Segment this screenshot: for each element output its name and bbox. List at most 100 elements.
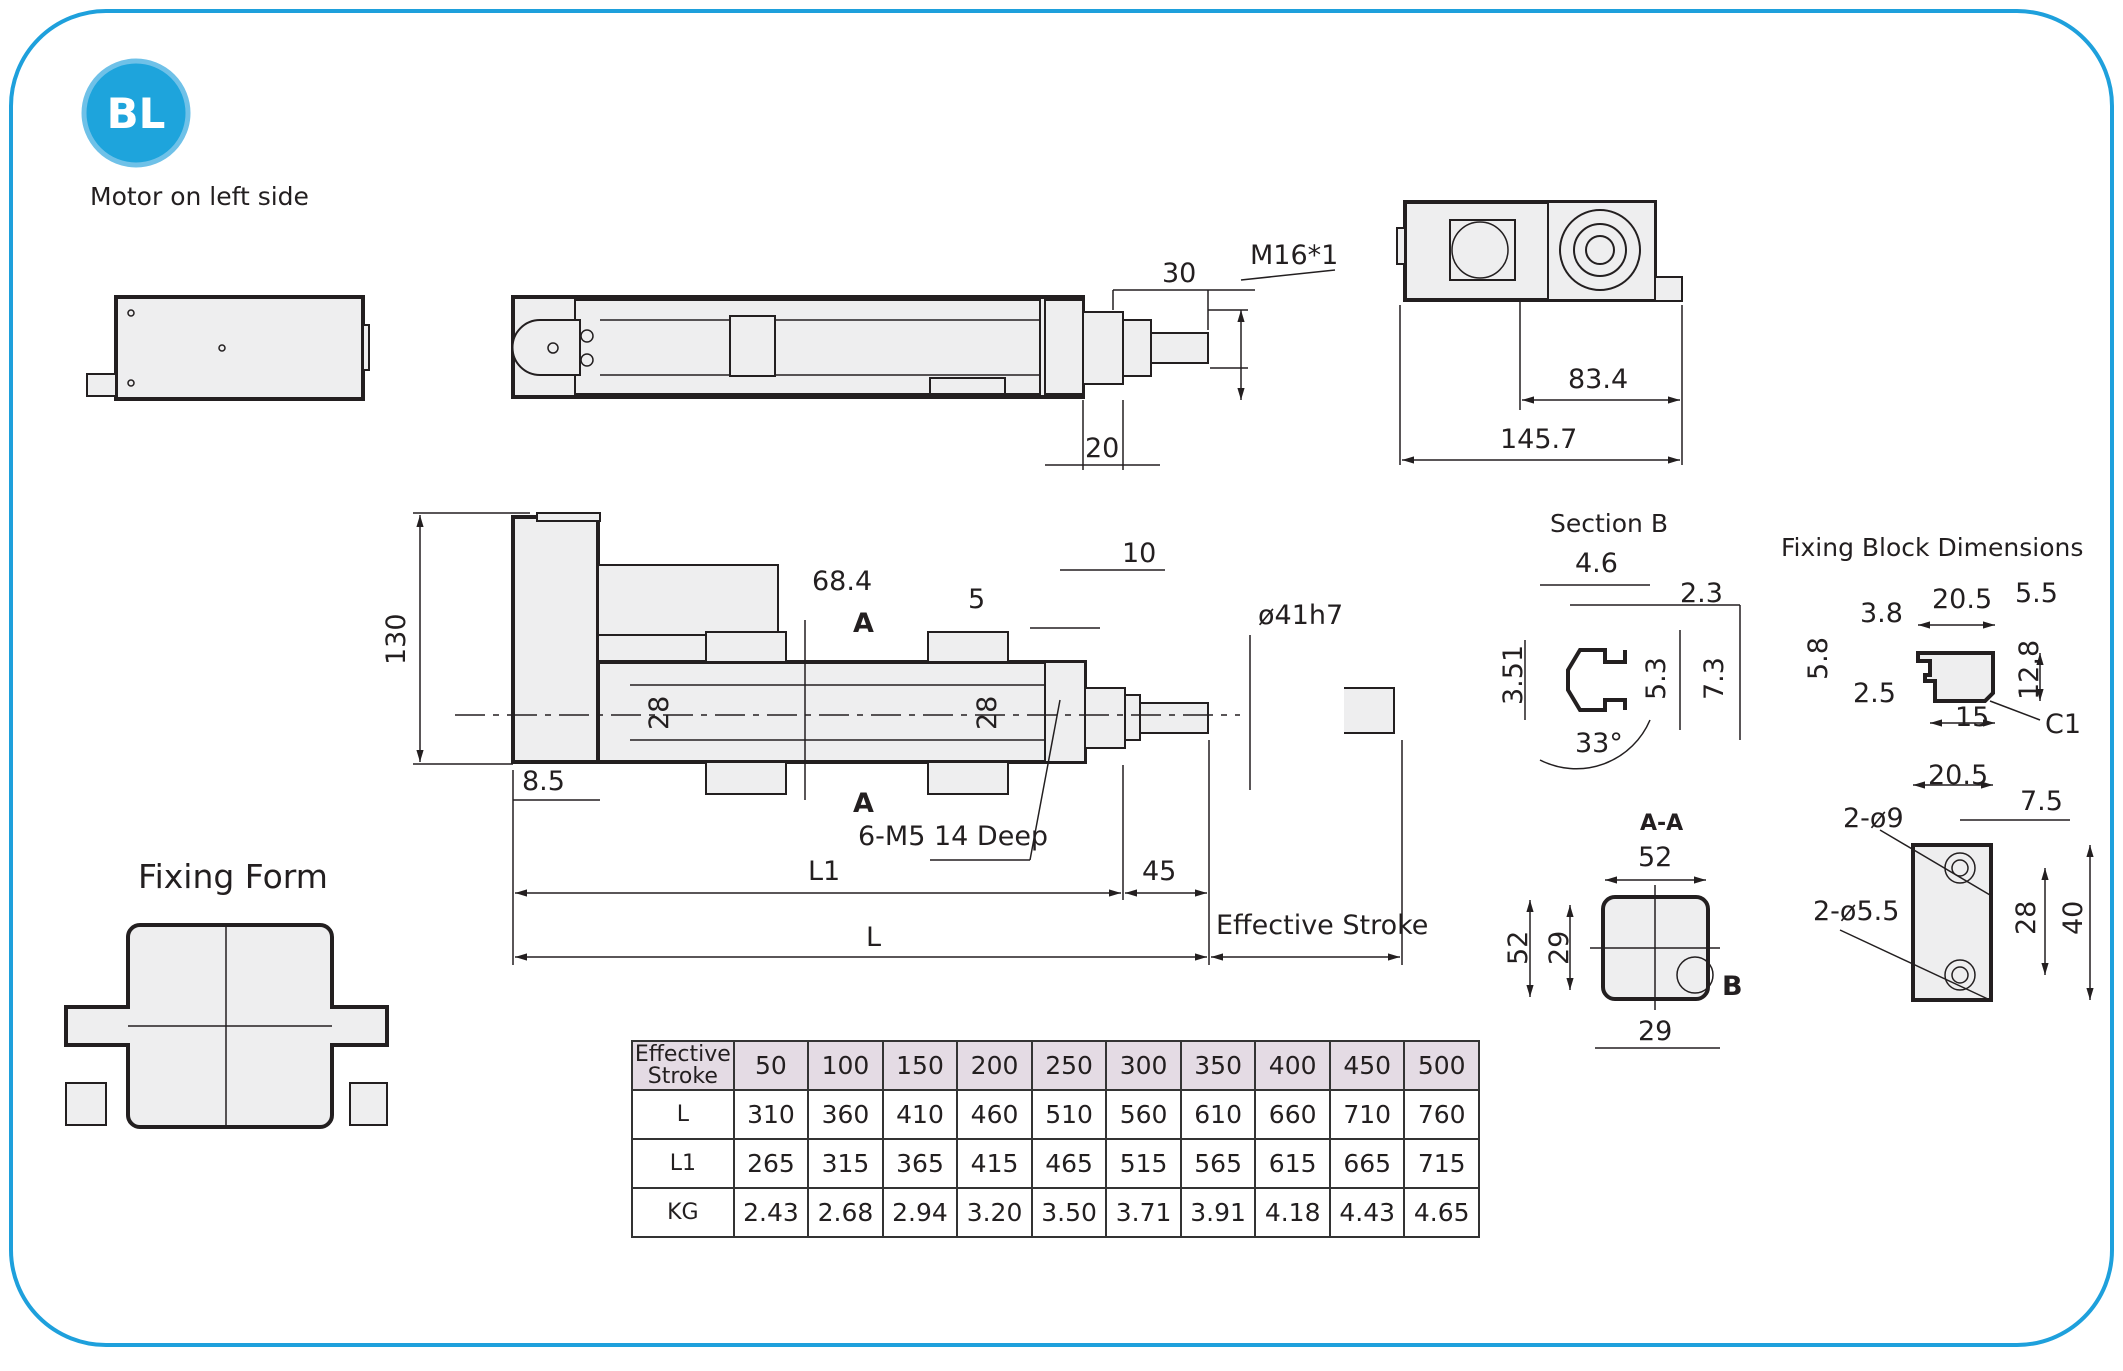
fixing-block: Fixing Block Dimensions 3.8 20.5 5.5 5.8… xyxy=(1781,533,2094,1002)
table-cell: 4.65 xyxy=(1403,1187,1480,1238)
dim-3-51: 3.51 xyxy=(1498,645,1529,705)
dim-10: 10 xyxy=(1122,538,1156,569)
table-row: L 310 360 410 460 510 560 610 660 710 76… xyxy=(631,1089,1480,1140)
table-cell: 660 xyxy=(1254,1089,1331,1140)
detail-b-mark: B xyxy=(1722,971,1743,1002)
table-header-row: Effective Stroke 50 100 150 200 250 300 … xyxy=(631,1040,1480,1091)
fixing-form-title: Fixing Form xyxy=(138,857,328,896)
dim-c1: C1 xyxy=(2045,709,2081,740)
table-cell: 4.18 xyxy=(1254,1187,1331,1238)
table-cell: 3.20 xyxy=(956,1187,1033,1238)
dim-2-5: 2.5 xyxy=(1853,678,1896,709)
table-cell: 560 xyxy=(1105,1089,1182,1140)
section-mark-top: A xyxy=(853,608,874,639)
table-cell: 3.71 xyxy=(1105,1187,1182,1238)
dim-5-5: 5.5 xyxy=(2015,578,2058,609)
dim-2-3: 2.3 xyxy=(1680,578,1723,609)
table-cell: 515 xyxy=(1105,1138,1182,1189)
dim-130: 130 xyxy=(381,613,412,665)
stroke-cell: 400 xyxy=(1254,1040,1331,1091)
counterbore-note: 2-ø9 xyxy=(1843,803,1904,834)
section-aa-title: A-A xyxy=(1640,811,1683,836)
dim-33-deg: 33° xyxy=(1575,728,1623,759)
section-aa: A-A 52 52 29 29 B xyxy=(1503,811,1743,1049)
table-cell: 3.50 xyxy=(1030,1187,1108,1238)
section-b: Section B 4.6 2.3 3.51 5.3 7.3 33° xyxy=(1498,509,1741,770)
motor-end-view xyxy=(86,295,370,401)
stroke-cell: 500 xyxy=(1403,1040,1480,1091)
dim-45: 45 xyxy=(1142,856,1176,887)
dim-aa-29-horizontal: 29 xyxy=(1638,1016,1672,1047)
table-cell: 615 xyxy=(1254,1138,1331,1189)
dim-7-5: 7.5 xyxy=(2020,786,2063,817)
stroke-cell: 150 xyxy=(881,1040,959,1091)
dim-83-4: 83.4 xyxy=(1568,364,1628,395)
dim-20-5-top: 20.5 xyxy=(1932,584,1992,615)
stroke-cell: 450 xyxy=(1328,1040,1406,1091)
top-view: 30 M16*1 20 xyxy=(511,240,1338,470)
fixing-block-title: Fixing Block Dimensions xyxy=(1781,533,2083,562)
table-cell: 465 xyxy=(1030,1138,1108,1189)
stroke-cell: 100 xyxy=(807,1040,884,1091)
section-b-title: Section B xyxy=(1550,509,1668,538)
dim-m16: M16*1 xyxy=(1250,240,1338,271)
table-cell: 310 xyxy=(732,1089,810,1140)
table-cell: 415 xyxy=(956,1138,1033,1189)
badge-label: BL xyxy=(107,89,166,138)
dim-5: 5 xyxy=(968,584,985,615)
table-cell: 265 xyxy=(732,1138,810,1189)
stroke-cell: 200 xyxy=(956,1040,1033,1091)
dim-28-left: 28 xyxy=(644,696,675,730)
dim-12-8: 12.8 xyxy=(2014,640,2045,700)
stroke-cell: 350 xyxy=(1179,1040,1257,1091)
dim-7-3: 7.3 xyxy=(1699,657,1730,700)
row-label: L xyxy=(631,1089,735,1140)
subtitle: Motor on left side xyxy=(90,182,309,211)
table-cell: 2.68 xyxy=(807,1187,884,1238)
stroke-cell: 50 xyxy=(732,1040,810,1091)
table-cell: 510 xyxy=(1030,1089,1108,1140)
table-row: KG 2.43 2.68 2.94 3.20 3.50 3.71 3.91 4.… xyxy=(631,1187,1480,1238)
dim-5-8: 5.8 xyxy=(1803,637,1834,680)
table-cell: 2.43 xyxy=(732,1187,810,1238)
table-cell: 460 xyxy=(956,1089,1033,1140)
table-cell: 665 xyxy=(1328,1138,1406,1189)
table-header-label: Effective Stroke xyxy=(631,1040,735,1091)
dim-28-right: 28 xyxy=(972,696,1003,730)
dim-aa-width: 52 xyxy=(1638,842,1672,873)
dim-8-5: 8.5 xyxy=(522,766,565,797)
table-cell: 715 xyxy=(1403,1138,1480,1189)
dim-145-7: 145.7 xyxy=(1500,424,1577,455)
table-cell: 4.43 xyxy=(1328,1187,1406,1238)
section-mark-bottom: A xyxy=(853,788,874,819)
dim-20: 20 xyxy=(1085,433,1119,464)
dim-aa-29-vertical: 29 xyxy=(1544,931,1575,965)
end-view: 83.4 145.7 xyxy=(1396,200,1683,465)
table-cell: 360 xyxy=(807,1089,884,1140)
dim-30: 30 xyxy=(1162,258,1196,289)
stroke-cell: 250 xyxy=(1030,1040,1108,1091)
table-cell: 610 xyxy=(1179,1089,1257,1140)
table-cell: 760 xyxy=(1403,1089,1480,1140)
holes-note: 6-M5 14 Deep xyxy=(858,821,1048,852)
table-cell: 315 xyxy=(807,1138,884,1189)
dim-aa-height: 52 xyxy=(1503,931,1534,965)
stroke-cell: 300 xyxy=(1105,1040,1182,1091)
dim-15: 15 xyxy=(1955,702,1989,733)
dim-L1: L1 xyxy=(808,856,840,887)
dim-28: 28 xyxy=(2011,901,2042,935)
bl-badge: BL xyxy=(81,58,191,168)
hole-note: 2-ø5.5 xyxy=(1813,896,1899,927)
row-label: KG xyxy=(631,1187,735,1238)
table-cell: 410 xyxy=(881,1089,959,1140)
dim-68-4: 68.4 xyxy=(812,566,872,597)
table-row: L1 265 315 365 415 465 515 565 615 665 7… xyxy=(631,1138,1480,1189)
spec-table: Effective Stroke 50 100 150 200 250 300 … xyxy=(631,1040,1480,1238)
row-label: L1 xyxy=(631,1138,735,1189)
table-cell: 710 xyxy=(1328,1089,1406,1140)
table-cell: 565 xyxy=(1179,1138,1257,1189)
dim-5-3: 5.3 xyxy=(1641,657,1672,700)
effective-stroke-label: Effective Stroke xyxy=(1216,910,1428,941)
table-cell: 2.94 xyxy=(881,1187,959,1238)
